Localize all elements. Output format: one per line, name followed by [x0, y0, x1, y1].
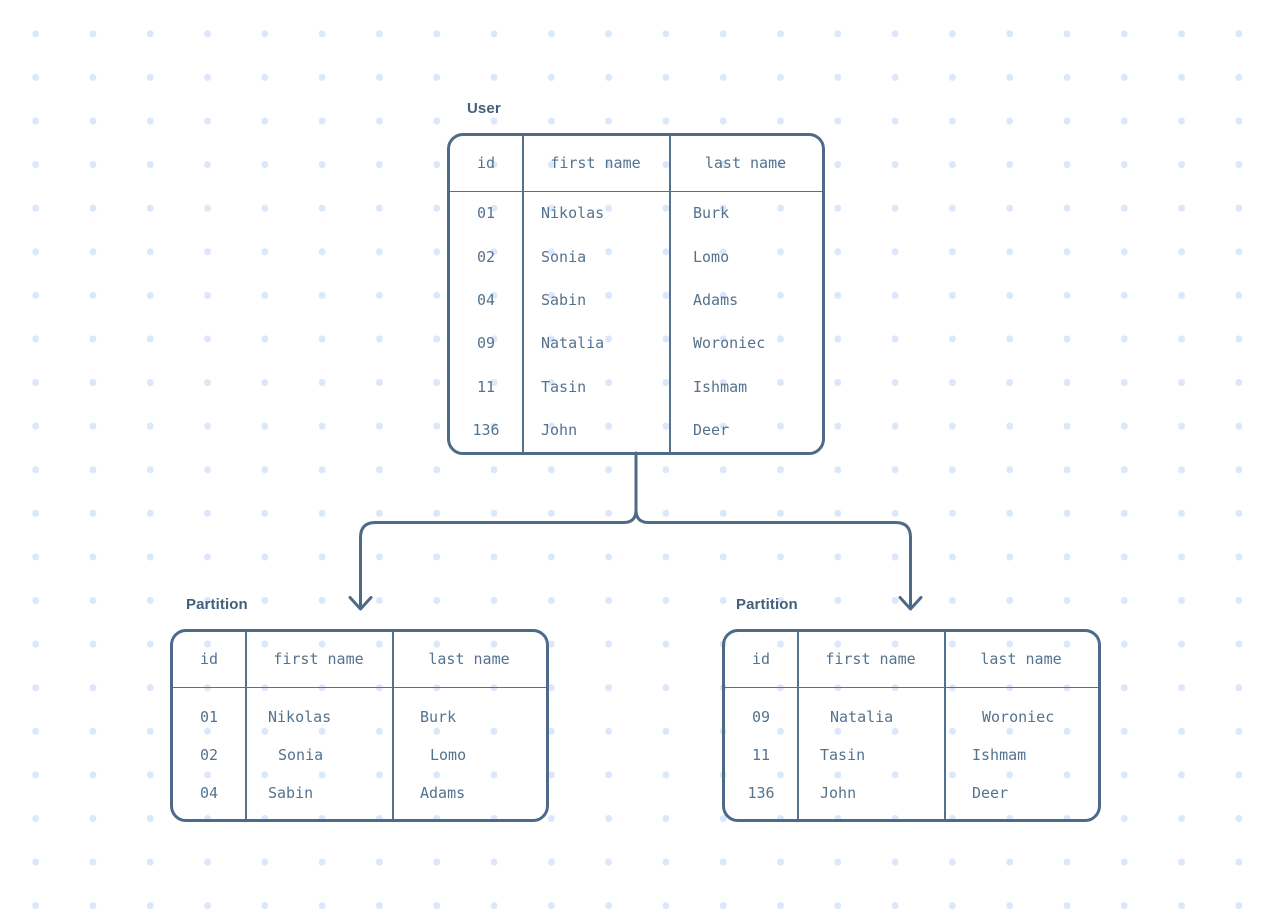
table-row: 02 Sonia Lomo: [173, 736, 546, 774]
table-cell: 02: [476, 247, 496, 266]
table-cell: 11: [476, 377, 496, 396]
table-cell: Sonia: [541, 247, 587, 266]
table-row: 136 John Deer: [450, 408, 822, 451]
header-cell-first-name: first name: [273, 650, 364, 669]
table-row: 11 Tasin Ishmam: [450, 365, 822, 408]
column-divider: [669, 136, 671, 452]
header-cell-last-name: last name: [704, 154, 787, 173]
table-cell: John: [820, 783, 857, 802]
column-divider: [797, 632, 799, 819]
table-cell: 09: [751, 707, 771, 726]
table-cell: 02: [199, 745, 219, 764]
partition-left-title: Partition: [186, 596, 248, 613]
partition-right-title: Partition: [736, 596, 798, 613]
header-cell-id: id: [199, 650, 219, 669]
table-row: 04 Sabin Adams: [450, 278, 822, 321]
table-cell: Deer: [972, 783, 1009, 802]
user-table: User id first name last name 01 Nikolas Bu…: [447, 100, 825, 455]
column-divider: [392, 632, 394, 819]
table-row: 04 Sabin Adams: [173, 774, 546, 812]
header-cell-last-name: last name: [980, 650, 1062, 669]
table-cell: 11: [751, 745, 771, 764]
table-cell: Tasin: [820, 745, 866, 764]
table-cell: Woroniec: [982, 707, 1055, 726]
table-cell: Adams: [693, 290, 739, 309]
table-cell: Lomo: [430, 745, 467, 764]
table-body: 09 Natalia Woroniec 11 Tasin Ishmam 136 John Dee…: [725, 688, 1098, 812]
header-cell-first-name: first name: [825, 650, 916, 669]
partition-left-table: Partition id first name last name 01 Niko…: [170, 596, 549, 822]
table-cell: Ishmam: [693, 377, 748, 396]
connector-right-line: [634, 508, 912, 608]
table-cell: Natalia: [541, 334, 605, 353]
table-cell: Sonia: [278, 745, 324, 764]
table-cell: Nikolas: [268, 707, 332, 726]
table-cell: 04: [199, 783, 219, 802]
table-header-row: id first name last name: [173, 632, 546, 688]
table-row: 09 Natalia Woroniec: [725, 698, 1098, 736]
column-divider: [522, 136, 524, 452]
table-cell: Ishmam: [972, 745, 1027, 764]
table-cell: 09: [476, 334, 496, 353]
table-row: 01 Nikolas Burk: [450, 192, 822, 235]
table-row: 136 John Deer: [725, 774, 1098, 812]
table-cell: Tasin: [541, 377, 587, 396]
table-cell: Sabin: [541, 290, 587, 309]
table-cell: 136: [747, 783, 775, 802]
partition-right-table: Partition id first name last name 09 Nata…: [722, 596, 1101, 822]
table-row: 02 Sonia Lomo: [450, 235, 822, 278]
header-cell-last-name: last name: [428, 650, 510, 669]
table-row: 01 Nikolas Burk: [173, 698, 546, 736]
table-row: 09 Natalia Woroniec: [450, 322, 822, 365]
partition-right-box: id first name last name 09 Natalia Woronie…: [722, 629, 1101, 822]
column-divider: [944, 632, 946, 819]
table-cell: Sabin: [268, 783, 314, 802]
table-cell: Lomo: [693, 247, 730, 266]
header-cell-first-name: first name: [550, 154, 641, 173]
header-cell-id: id: [476, 154, 496, 173]
table-cell: Burk: [693, 204, 730, 223]
table-cell: Natalia: [830, 707, 894, 726]
table-cell: Burk: [420, 707, 457, 726]
column-divider: [245, 632, 247, 819]
user-table-title: User: [467, 100, 501, 117]
table-cell: John: [541, 421, 578, 440]
table-cell: 01: [476, 204, 496, 223]
table-cell: Nikolas: [541, 204, 605, 223]
table-cell: Woroniec: [693, 334, 766, 353]
table-body: 01 Nikolas Burk 02 Sonia Lomo 04 Sabin Adams 09 Na…: [450, 192, 822, 452]
table-cell: 136: [472, 421, 500, 440]
table-cell: Adams: [420, 783, 466, 802]
table-row: 11 Tasin Ishmam: [725, 736, 1098, 774]
table-cell: Deer: [693, 421, 730, 440]
connector-left-line: [359, 451, 638, 608]
table-header-row: id first name last name: [450, 136, 822, 192]
header-cell-id: id: [751, 650, 771, 669]
table-cell: 01: [199, 707, 219, 726]
table-cell: 04: [476, 290, 496, 309]
table-body: 01 Nikolas Burk 02 Sonia Lomo 04 Sabin Adams: [173, 688, 546, 812]
table-header-row: id first name last name: [725, 632, 1098, 688]
